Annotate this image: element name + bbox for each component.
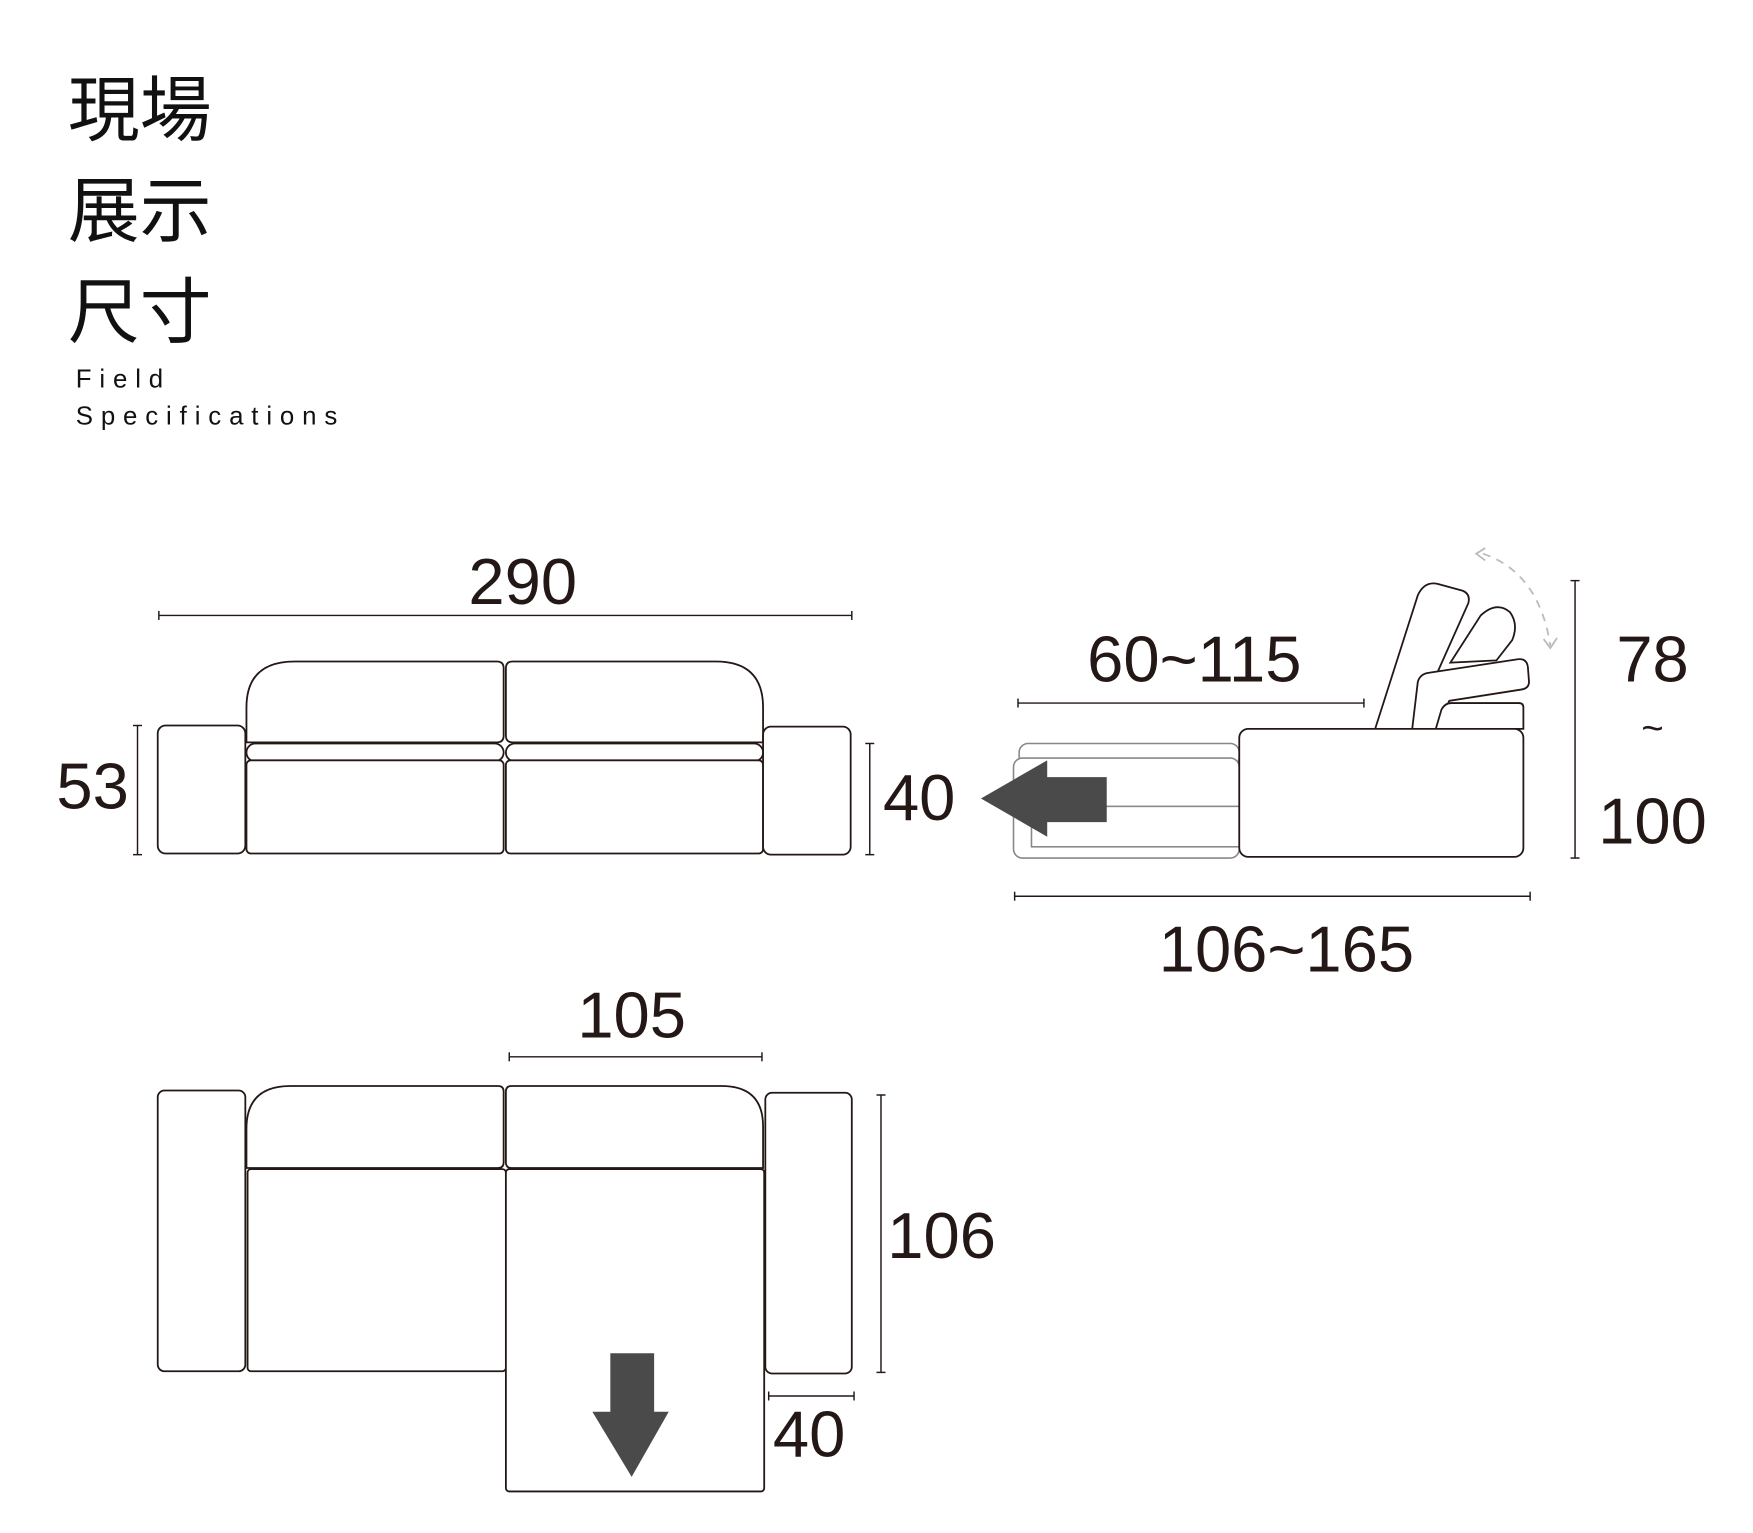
depth-dimension-line [1013,891,1531,901]
total-height-dimension-line [1570,579,1580,859]
height-label: 53 [56,750,128,823]
width-label: 290 [468,545,577,618]
seat-width-dimension-line [508,1052,763,1062]
headrest [1448,606,1516,664]
right-back-cushion [504,660,764,744]
top-view: 105 106 40 [156,979,996,1493]
top-right-armrest [764,1091,853,1375]
top-right-back-cushion [504,1085,764,1169]
extension-label: 60~115 [1087,623,1301,696]
seat-width-label: 105 [577,979,686,1052]
left-seat [245,759,505,855]
left-seat-top [245,742,505,763]
top-right-chaise-seat [504,1168,766,1493]
top-left-armrest [156,1089,247,1373]
back-support [1434,702,1525,730]
left-back-cushion [245,660,505,744]
height-max-label: 100 [1598,784,1707,857]
subtitle-specifications: Specifications [76,403,345,431]
height-min-label: 78 [1616,623,1688,696]
title-line-2: 展示 [68,169,212,253]
top-depth-label: 106 [887,1199,996,1272]
right-armrest [762,725,852,856]
right-seat-top [504,742,764,763]
side-view: 60~115 78 ~ 100 106~165 [980,547,1707,985]
depth-dimension-line-top [876,1094,886,1374]
top-left-seat [246,1168,507,1373]
arm-width-dimension-line [767,1391,855,1401]
extension-dimension-line [1017,698,1365,708]
seat-body [1238,727,1525,858]
title-line-1: 現場 [68,68,212,152]
width-dimension-line [158,610,853,620]
left-armrest [156,724,247,855]
recline-arrowheads-icon [1474,547,1558,650]
height-dimension-line [133,724,143,856]
recline-arc-arrow-icon [1482,552,1552,646]
extend-left-arrow-icon [980,760,1107,837]
backrest-reclined [1373,582,1470,730]
height-range-tilde: ~ [1641,707,1663,750]
extend-down-arrow-icon [592,1353,669,1477]
depth-label: 106~165 [1159,912,1414,985]
seat-height-label: 40 [883,761,955,834]
front-view: 290 53 40 [56,545,955,856]
title-line-3: 尺寸 [68,270,212,354]
arm-width-label: 40 [773,1398,845,1471]
top-left-back-cushion [245,1085,505,1169]
subtitle-field: Field [76,365,171,393]
seat-height-dimension-line [865,742,875,856]
right-seat [504,759,764,855]
